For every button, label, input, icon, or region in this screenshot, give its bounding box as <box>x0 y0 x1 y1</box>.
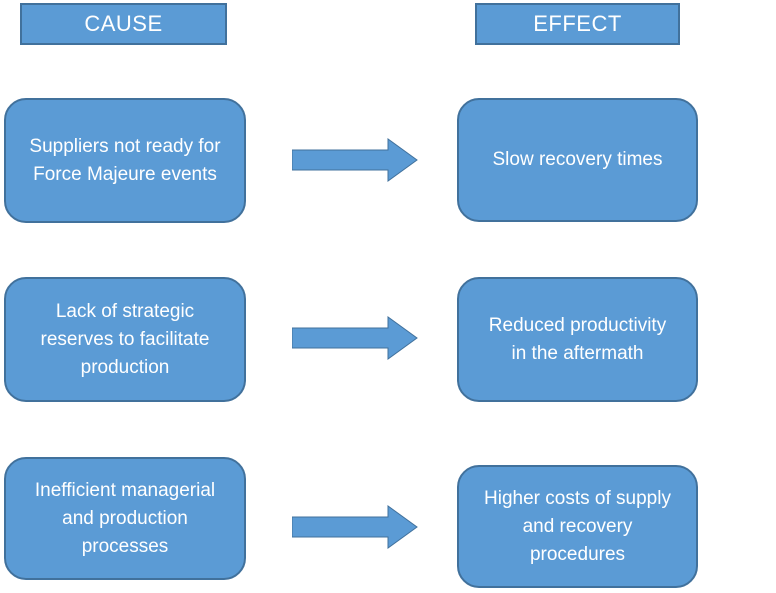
cause-node-2-label: Lack of strategic reserves to facilitate… <box>40 300 210 378</box>
effect-node-3-label: Higher costs of supply and recovery proc… <box>484 487 671 565</box>
effect-node-1-label: Slow recovery times <box>492 149 663 170</box>
effect-header-label: EFFECT <box>533 11 622 36</box>
cause-node-3: Inefficient managerial and production pr… <box>4 457 246 580</box>
cause-node-2: Lack of strategic reserves to facilitate… <box>4 277 246 402</box>
right-arrow-icon <box>292 138 418 182</box>
right-arrow-icon <box>292 316 418 360</box>
effect-node-3: Higher costs of supply and recovery proc… <box>457 465 698 588</box>
cause-node-3-label: Inefficient managerial and production pr… <box>34 479 216 557</box>
cause-header-label: CAUSE <box>84 11 163 36</box>
cause-node-1-label: Suppliers not ready for Force Majeure ev… <box>29 135 221 185</box>
effect-node-2: Reduced productivity in the aftermath <box>457 277 698 402</box>
effect-column-header: EFFECT <box>475 3 680 45</box>
cause-node-1: Suppliers not ready for Force Majeure ev… <box>4 98 246 223</box>
effect-node-2-label: Reduced productivity in the aftermath <box>488 314 667 364</box>
cause-column-header: CAUSE <box>20 3 227 45</box>
right-arrow-icon <box>292 505 418 549</box>
effect-node-1: Slow recovery times <box>457 98 698 222</box>
